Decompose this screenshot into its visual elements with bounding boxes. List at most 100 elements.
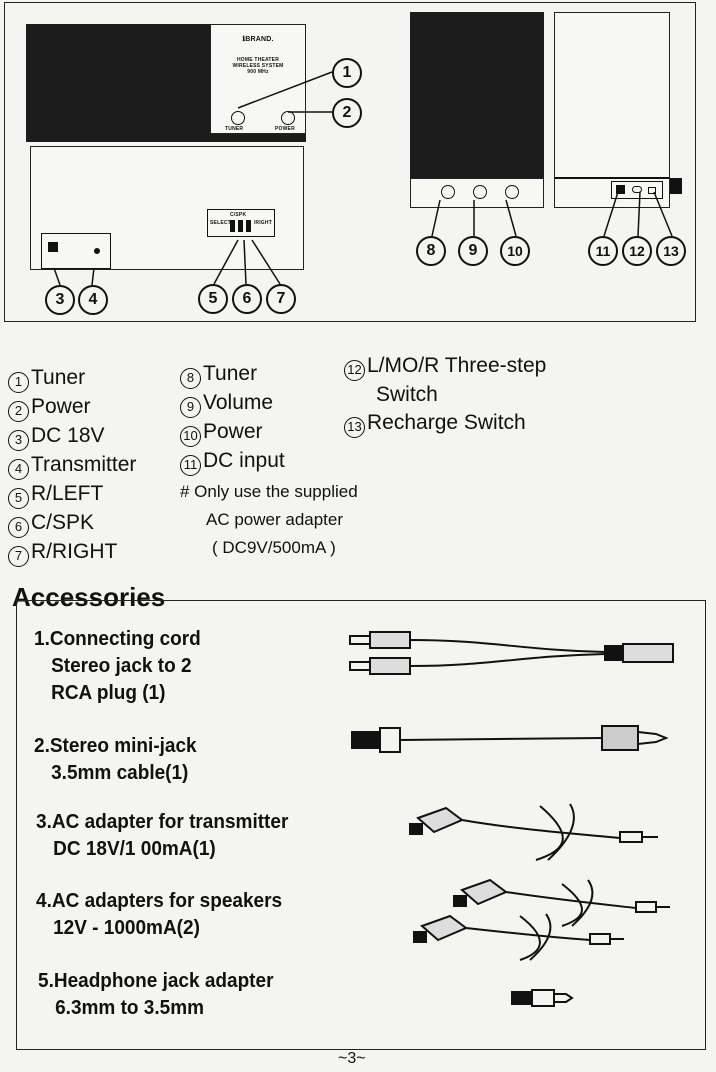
legend-label: Transmitter: [31, 453, 137, 476]
legend-label: C/SPK: [31, 511, 95, 534]
ac-adapters-pair-icon: [413, 878, 670, 961]
callout-3: 3: [45, 285, 75, 315]
legend-label: Tuner: [31, 366, 86, 389]
legend-label: Volume: [203, 391, 274, 414]
power-adapter-note-1: # Only use the supplied: [180, 482, 358, 501]
transmitter-icon: [94, 248, 100, 254]
speaker-back-divider: [555, 177, 669, 179]
callout-1: 1: [332, 58, 362, 88]
legend-label: DC input: [203, 449, 285, 472]
cspk-label: C/SPK: [230, 212, 247, 218]
accessory-line: 5.Headphone jack adapter: [38, 970, 274, 992]
power-knob-label: POWER: [275, 126, 295, 132]
accessory-line: DC 18V/1 00mA(1): [53, 838, 216, 860]
accessory-line: 1.Connecting cord: [34, 628, 201, 650]
legend-num: 7: [8, 546, 29, 567]
legend-num: 8: [180, 368, 201, 389]
callout-lines: [53, 71, 673, 286]
accessory-line: Stereo jack to 2: [51, 655, 192, 677]
accessory-item-1: 1.Connecting cord Stereo jack to 2 RCA p…: [34, 626, 210, 707]
rca-jacks-icon: [230, 220, 254, 232]
page-number: ~3~: [338, 1050, 366, 1067]
legend-num: 13: [344, 417, 365, 438]
speaker-power-knob: [505, 185, 519, 199]
speaker-back-knob: [670, 178, 682, 194]
rca-jack-panel: SELECT C/SPK R/RIGHT: [207, 209, 275, 237]
legend-num: 12: [344, 360, 365, 381]
speaker-back-switch-panel: [611, 181, 663, 199]
callout-9: 9: [458, 236, 488, 266]
legend-label: Power: [203, 420, 263, 443]
accessory-item-5: 5.Headphone jack adapter 6.3mm to 3.5mm: [38, 968, 286, 1022]
rca-y-cable-icon: [349, 631, 674, 675]
accessory-line: 3.5mm cable(1): [51, 762, 189, 784]
receiver-label-panel: ℹBRAND. HOME THEATER WIRELESS SYSTEM 900…: [210, 24, 306, 134]
receiver-label-line-2: WIRELESS SYSTEM: [232, 63, 284, 69]
legend-num: 1: [8, 372, 29, 393]
callout-5: 5: [198, 284, 228, 314]
accessory-line: 3.AC adapter for transmitter: [36, 811, 289, 833]
receiver-label-line-1: HOME THEATER: [236, 57, 280, 63]
jack-adapter-icon: [511, 989, 574, 1007]
accessory-item-3: 3.AC adapter for transmitter DC 18V/1 00…: [36, 809, 302, 863]
accessory-line: 6.3mm to 3.5mm: [55, 997, 204, 1019]
speaker-volume-knob: [473, 185, 487, 199]
legend-num: 3: [8, 430, 29, 451]
accessories-box: [16, 600, 706, 1050]
callout-13: 13: [656, 236, 686, 266]
three-step-switch-icon: [632, 186, 642, 193]
tuner-knob-label: TUNER: [225, 126, 244, 132]
recharge-switch-icon: [648, 187, 656, 194]
select-label: SELECT: [210, 220, 231, 226]
callout-6: 6: [232, 284, 262, 314]
speaker-back: [554, 12, 670, 208]
callout-12: 12: [622, 236, 652, 266]
accessory-line: RCA plug (1): [51, 682, 166, 704]
accessory-item-4: 4.AC adapters for speakers 12V - 1000mA(…: [36, 888, 295, 942]
speaker-front: [410, 12, 544, 180]
accessories-title: Accessories: [12, 582, 166, 612]
callout-7: 7: [266, 284, 296, 314]
callout-8: 8: [416, 236, 446, 266]
callout-10: 10: [500, 236, 530, 266]
legend-num: 4: [8, 459, 29, 480]
legend-label: R/LEFT: [31, 482, 104, 505]
legend-label: R/RIGHT: [31, 540, 118, 563]
power-adapter-note-2: AC power adapter: [206, 510, 344, 529]
legend-label: DC 18V: [31, 424, 105, 447]
accessory-line: 12V - 1000mA(2): [53, 917, 200, 939]
brand-logo: ℹBRAND.: [242, 36, 274, 43]
dc-input-icon: [616, 185, 625, 194]
legend-num: 9: [180, 397, 201, 418]
callout-11: 11: [588, 236, 618, 266]
dc-transmitter-panel: [41, 233, 111, 269]
accessory-line: 4.AC adapters for speakers: [36, 890, 283, 912]
legend-num: 6: [8, 517, 29, 538]
legend-label: Power: [31, 395, 91, 418]
receiver-label-line-3: 900 MHz: [247, 69, 269, 75]
legend-label: Tuner: [203, 362, 258, 385]
legend-num: 2: [8, 401, 29, 422]
speaker-front-control-strip: [410, 178, 544, 208]
legend-item-continuation: Switch: [376, 383, 438, 406]
accessory-line: 2.Stereo mini-jack: [34, 735, 197, 757]
legend-num: 5: [8, 488, 29, 509]
accessory-item-2: 2.Stereo mini-jack 3.5mm cable(1): [34, 733, 205, 787]
accessory-illustrations: [349, 631, 674, 1007]
speaker-tuner-knob: [441, 185, 455, 199]
